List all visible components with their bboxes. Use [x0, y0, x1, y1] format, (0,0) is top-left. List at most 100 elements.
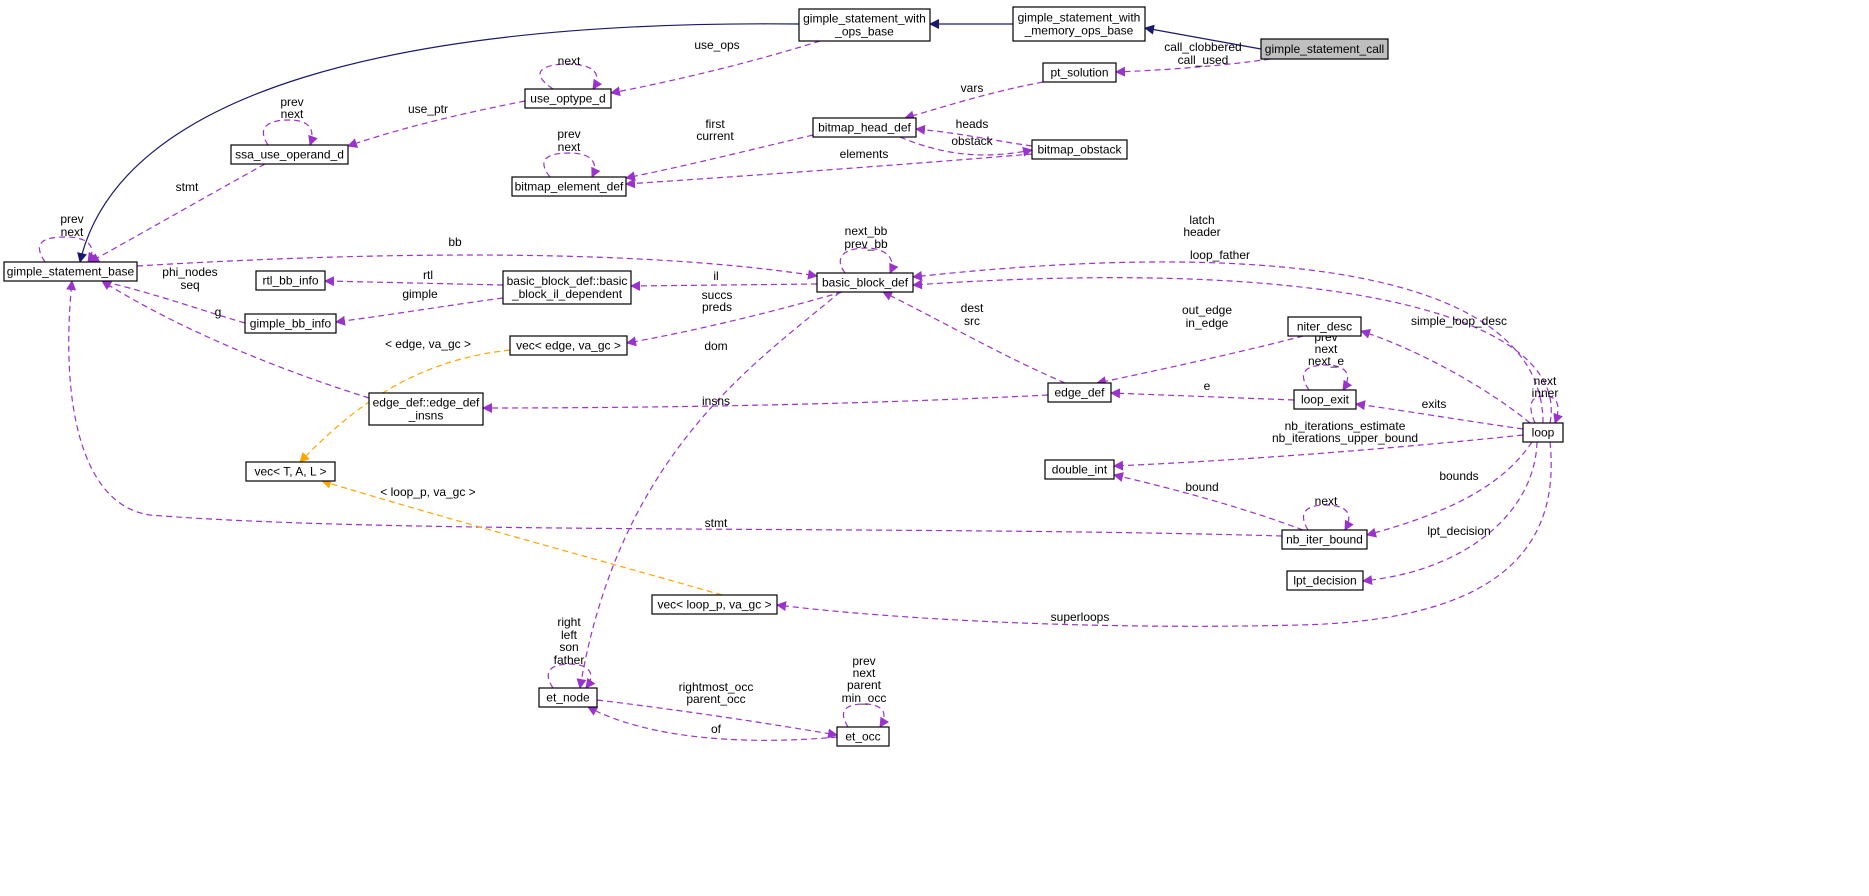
edge-line — [576, 291, 841, 689]
node-lpt-decision[interactable]: lpt_decision — [1286, 570, 1364, 591]
node-box — [1293, 389, 1357, 410]
node-et-node[interactable]: et_node — [538, 687, 598, 708]
edge-label: insns — [702, 394, 730, 408]
edge-line — [1302, 504, 1354, 531]
node-gimple-statement-base[interactable]: gimple_statement_base — [3, 261, 138, 282]
node-bitmap-obstack[interactable]: bitmap_obstack — [1031, 139, 1128, 160]
node-box — [509, 335, 628, 356]
node-box — [538, 687, 598, 708]
node-rtl-bb-info[interactable]: rtl_bb_info — [255, 270, 326, 291]
node-box — [511, 176, 627, 197]
node-gimple-statement-with-ops-base[interactable]: gimple_statement_with_ops_base — [798, 8, 931, 42]
edge-loop-to-vecloop: superloops — [776, 441, 1552, 627]
edge-line — [915, 124, 1033, 147]
edge-label: next — [1315, 342, 1338, 356]
node-label: edge_def::edge_def — [373, 396, 480, 410]
edge-loop-to-nbiter: bounds — [1366, 441, 1533, 538]
edge-label: next — [853, 666, 876, 680]
node-gimple-statement-call[interactable]: gimple_statement_call — [1260, 38, 1389, 60]
node-use-optype-d[interactable]: use_optype_d — [524, 88, 612, 109]
edge-nbiter-to-double: bound — [1113, 472, 1304, 531]
edge-label: stmt — [176, 180, 199, 194]
edge-line — [1530, 395, 1563, 424]
edge-label: parent_occ — [686, 692, 745, 706]
edge-label: vars — [961, 81, 984, 95]
node-box — [836, 726, 890, 747]
edge-label: inner — [1532, 386, 1559, 400]
edge-line — [89, 163, 266, 263]
edge-label: son — [559, 640, 578, 654]
edge-label: < loop_p, va_gc > — [380, 485, 475, 499]
edge-line — [347, 100, 526, 148]
node-label: pt_solution — [1050, 66, 1108, 80]
node-edge-def-insns[interactable]: edge_def::edge_def_insns — [368, 392, 484, 426]
node-et-occ[interactable]: et_occ — [836, 726, 890, 747]
edge-line — [66, 280, 1283, 537]
node-edge-def[interactable]: edge_def — [1047, 382, 1112, 403]
node-pt-solution[interactable]: pt_solution — [1042, 62, 1117, 83]
edge-label: seq — [180, 278, 199, 292]
node-box — [502, 270, 632, 305]
edge-line — [776, 441, 1552, 627]
node-gimple-statement-with-memory-ops-base[interactable]: gimple_statement_with_memory_ops_base — [1012, 6, 1146, 42]
node-vec-loop-p[interactable]: vec< loop_p, va_gc > — [651, 594, 778, 615]
node-label: _ops_base — [834, 25, 894, 39]
edge-label: il — [713, 269, 718, 283]
edge-label: of — [711, 722, 722, 736]
edge-label: dest — [961, 301, 984, 315]
node-double-int[interactable]: double_int — [1044, 459, 1115, 480]
edge-line — [321, 478, 723, 596]
node-ssa-use-operand-d[interactable]: ssa_use_operand_d — [230, 144, 349, 165]
edge-base-to-bb: bb — [136, 235, 818, 280]
edge-label: next — [558, 140, 581, 154]
node-label: basic_block_def::basic — [507, 274, 628, 288]
edge-line — [587, 706, 838, 741]
node-label: edge_def — [1054, 386, 1105, 400]
node-basic-block-il-dependent[interactable]: basic_block_def::basic_block_il_dependen… — [502, 270, 632, 305]
edge-line — [1115, 58, 1271, 77]
edge-ops-to-base — [77, 23, 800, 263]
node-nb-iter-bound[interactable]: nb_iter_bound — [1281, 529, 1368, 550]
edge-loop-to-niter: simple_loop_desc — [1360, 314, 1531, 424]
node-loop-exit[interactable]: loop_exit — [1293, 389, 1357, 410]
edge-label: next — [281, 107, 304, 121]
node-vec-T[interactable]: vec< T, A, L > — [245, 461, 336, 482]
node-vec-edge[interactable]: vec< edge, va_gc > — [509, 335, 628, 356]
edge-label: phi_nodes — [162, 265, 217, 279]
node-box — [1031, 139, 1128, 160]
node-bitmap-head-def[interactable]: bitmap_head_def — [812, 117, 917, 138]
nodes-layer: gimple_statement_call gimple_statement_wi… — [3, 6, 1564, 747]
edge-line — [547, 663, 596, 689]
edge-line — [630, 280, 818, 291]
edge-loop-to-double: nb_iterations_estimatenb_iterations_uppe… — [1113, 419, 1524, 471]
node-box — [1042, 62, 1117, 83]
edge-line — [842, 703, 890, 728]
edge-label: parent — [847, 678, 882, 692]
node-niter-desc[interactable]: niter_desc — [1287, 316, 1362, 337]
edge-label: nb_iterations_upper_bound — [1272, 431, 1418, 445]
node-loop[interactable]: loop — [1522, 422, 1564, 443]
node-label: rtl_bb_info — [262, 274, 318, 288]
edge-label: prev — [60, 212, 83, 226]
edge-label: bounds — [1439, 469, 1478, 483]
edge-line — [1302, 364, 1353, 391]
edge-useopt-to-ssa: use_ptr — [347, 100, 526, 148]
edge-useopt-self: next — [539, 54, 603, 90]
node-basic-block-def[interactable]: basic_block_def — [816, 272, 914, 293]
edge-label: bound — [1185, 480, 1218, 494]
node-gimple-bb-info[interactable]: gimple_bb_info — [244, 313, 337, 334]
edge-bb-to-etnode: dom — [576, 291, 841, 689]
edge-loop-to-lpt: lpt_decision — [1362, 441, 1538, 586]
node-bitmap-element-def[interactable]: bitmap_element_def — [511, 176, 627, 197]
edge-il-to-rtl: rtl — [324, 268, 504, 287]
node-label: basic_block_def — [822, 276, 909, 290]
edge-line — [912, 277, 1552, 424]
